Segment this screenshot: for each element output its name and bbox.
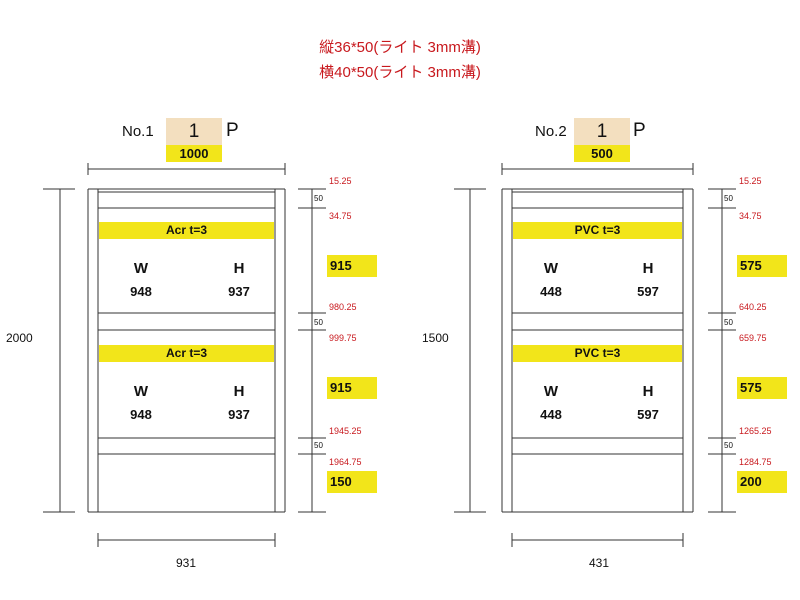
panel-2-rail-label-2: 50 <box>724 318 733 327</box>
panel-2-h-value-top: 597 <box>637 284 659 299</box>
panel-1-mark-5: 1945.25 <box>329 426 362 436</box>
panel-2-rail-label-1: 50 <box>724 194 733 203</box>
panel-2-height-label: 1500 <box>422 331 449 345</box>
spec-line-2: 横40*50(ライト 3mm溝) <box>319 64 481 81</box>
panel-1-section-2-value: 915 <box>327 377 377 399</box>
panel-2-bottom-width: 431 <box>589 556 610 570</box>
panel-2-mark-3: 640.25 <box>739 302 767 312</box>
panel-2-w-label-top: W <box>543 260 559 277</box>
panel-1-bottom-width: 931 <box>176 556 197 570</box>
panel-2-glass-label-top: PVC t=3 <box>513 222 682 239</box>
panel-2-section-1-value: 575 <box>737 255 787 277</box>
panel-1-rail-label-3: 50 <box>314 441 323 450</box>
panel-2-dimensions <box>454 163 736 547</box>
panel-1-glass-label-top: Acr t=3 <box>99 222 274 239</box>
panel-1-h-label-bottom: H <box>233 383 245 400</box>
panel-2-number: No.2 <box>535 123 567 140</box>
panel-1-w-label-bottom: W <box>133 383 149 400</box>
panel-2-quantity: 1 <box>574 118 630 145</box>
panel-1-unit: P <box>226 120 239 141</box>
panel-1-h-value-top: 937 <box>228 284 250 299</box>
panel-2-h-label-top: H <box>642 260 654 277</box>
panel-2-bottom-value: 200 <box>737 471 787 493</box>
panel-1-w-value-top: 948 <box>130 284 152 299</box>
panel-1-quantity: 1 <box>166 118 222 145</box>
panel-2-h-label-bottom: H <box>642 383 654 400</box>
panel-1-rail-label-2: 50 <box>314 318 323 327</box>
panel-2-unit: P <box>633 120 646 141</box>
panel-2-mark-1: 15.25 <box>739 176 762 186</box>
panel-2-h-value-bottom: 597 <box>637 407 659 422</box>
panel-1-width-value: 1000 <box>166 145 222 162</box>
panel-2-mark-5: 1265.25 <box>739 426 772 436</box>
panel-2-mark-6: 1284.75 <box>739 457 772 467</box>
panel-2-w-value-bottom: 448 <box>540 407 562 422</box>
spec-line-1: 縦36*50(ライト 3mm溝) <box>319 39 481 56</box>
panel-2-frame <box>501 188 694 513</box>
panel-2-section-2-value: 575 <box>737 377 787 399</box>
panel-1-glass-label-bottom: Acr t=3 <box>99 345 274 362</box>
panel-2-mark-2: 34.75 <box>739 211 762 221</box>
panel-1-section-1-value: 915 <box>327 255 377 277</box>
panel-1-mark-4: 999.75 <box>329 333 357 343</box>
panel-2-w-label-bottom: W <box>543 383 559 400</box>
panel-1-h-value-bottom: 937 <box>228 407 250 422</box>
panel-2-mark-4: 659.75 <box>739 333 767 343</box>
panel-1-mark-2: 34.75 <box>329 211 352 221</box>
panel-2-width-value: 500 <box>574 145 630 162</box>
panel-1-dimensions <box>43 163 326 547</box>
panel-2-glass-label-bottom: PVC t=3 <box>513 345 682 362</box>
panel-1-h-label-top: H <box>233 260 245 277</box>
panel-1-mark-3: 980.25 <box>329 302 357 312</box>
panel-1-w-value-bottom: 948 <box>130 407 152 422</box>
panel-2-w-value-top: 448 <box>540 284 562 299</box>
panel-1-mark-1: 15.25 <box>329 176 352 186</box>
panel-1-rail-label-1: 50 <box>314 194 323 203</box>
panel-1-height-label: 2000 <box>6 331 33 345</box>
panel-1-bottom-value: 150 <box>327 471 377 493</box>
panel-2-rail-label-3: 50 <box>724 441 733 450</box>
panel-1-w-label-top: W <box>133 260 149 277</box>
panel-1-mark-6: 1964.75 <box>329 457 362 467</box>
panel-1-number: No.1 <box>122 123 154 140</box>
panel-1-frame <box>87 188 286 513</box>
